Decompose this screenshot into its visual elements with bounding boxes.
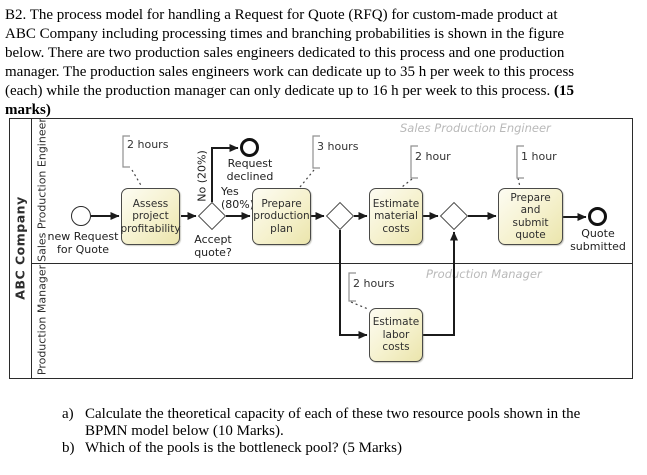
question-line: ABC Company including processing times a… — [5, 26, 565, 42]
sub-question-a-label: a) — [62, 406, 74, 422]
question-line: below. There are two production sales en… — [5, 45, 565, 61]
question-line: manager. The production sales engineers … — [5, 64, 575, 80]
resource-watermark-sales: Sales Production Engineer — [400, 121, 551, 135]
question-line: B2. The process model for handling a Req… — [5, 7, 558, 23]
task-assess-project-profitability: Assess project profitability — [120, 188, 181, 245]
resource-watermark-manager: Production Manager — [426, 267, 542, 281]
annotation-quote-duration: 1 hour — [521, 150, 557, 163]
task-estimate-labor-costs: Estimate labor costs — [369, 308, 423, 362]
end-event-declined-circle — [240, 138, 259, 157]
start-event-circle — [71, 206, 91, 226]
gateway-question-label: Accept quote? — [194, 233, 232, 259]
sub-question-a-line1: Calculate the theoretical capacity of ea… — [85, 406, 581, 422]
pool-label: ABC Company — [12, 196, 28, 300]
end-event-submitted-label: Quote submitted — [570, 227, 626, 253]
annotation-assess-duration: 2 hours — [127, 138, 169, 151]
pool-header-divider — [31, 118, 32, 379]
lane-divider — [32, 263, 632, 264]
no-branch-label: No (20%) — [195, 150, 209, 202]
question-marks-line: marks) — [5, 102, 51, 118]
start-event-label: new Request for Quote — [47, 230, 119, 256]
sub-question-b-line1: Which of the pools is the bottleneck poo… — [85, 440, 403, 456]
task-prepare-and-submit-quote: Prepare and submit quote — [498, 188, 563, 245]
sub-question-a-line2: BPMN model below (10 Marks). — [85, 423, 284, 439]
question-paragraph: B2. The process model for handling a Req… — [5, 6, 645, 120]
annotation-labor-duration: 2 hours — [353, 277, 395, 290]
bpmn-pool — [9, 118, 633, 379]
task-estimate-material-costs: Estimate material costs — [369, 188, 423, 245]
end-event-submitted-circle — [588, 207, 607, 226]
sub-question-b-label: b) — [62, 440, 75, 456]
annotation-material-duration: 2 hour — [415, 150, 451, 163]
question-line: (each) while the production manager can … — [5, 82, 645, 101]
annotation-plan-duration: 3 hours — [317, 140, 359, 153]
lane-label-production-manager: Production Manager — [35, 264, 49, 376]
yes-branch-label: Yes (80%) — [221, 185, 255, 211]
task-prepare-production-plan: Prepare production plan — [252, 188, 311, 245]
question-marks-bold: (15 — [553, 83, 574, 99]
end-event-declined-label: Request declined — [226, 157, 274, 183]
question-line-normal: (each) while the production manager can … — [5, 83, 554, 99]
